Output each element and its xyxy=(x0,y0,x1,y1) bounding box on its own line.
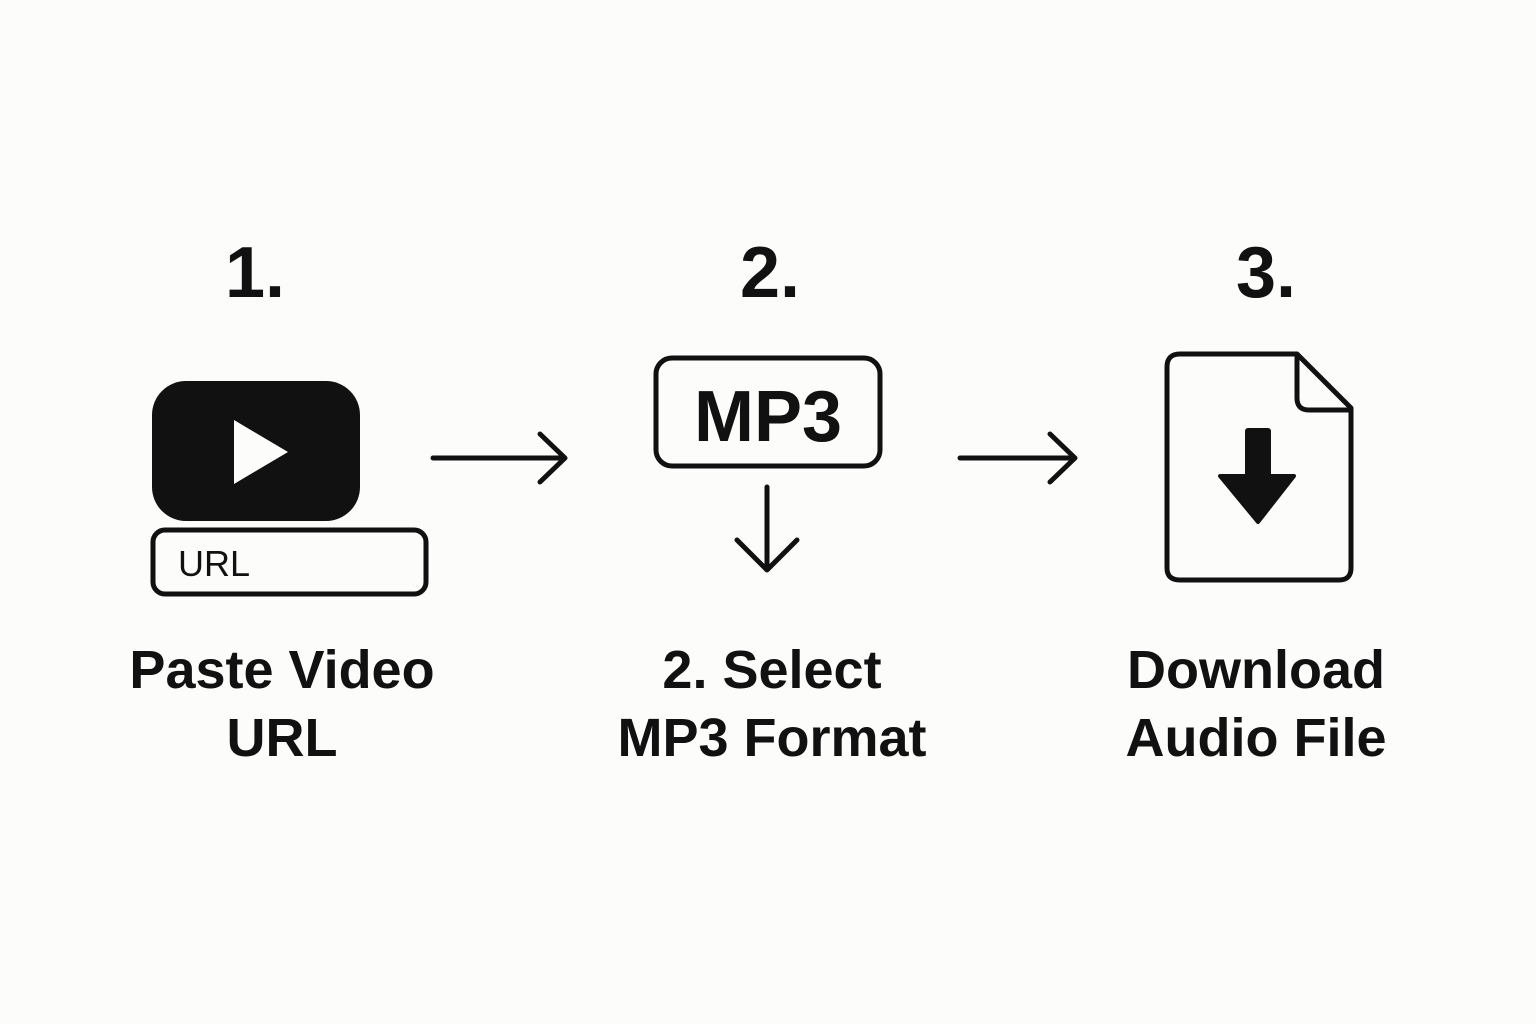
step-1-number: 1. xyxy=(224,233,286,313)
video-play-icon xyxy=(152,381,360,521)
mp3-format-box xyxy=(653,355,883,469)
step-1-caption: Paste Video URL xyxy=(129,640,435,768)
arrow-right-icon xyxy=(957,431,1078,485)
step-2-caption: 2. Select MP3 Format xyxy=(617,640,927,768)
url-field-label: URL xyxy=(178,543,251,584)
step-3-number: 3. xyxy=(1235,233,1297,313)
file-download-icon xyxy=(1164,351,1354,583)
arrow-right-icon xyxy=(430,431,568,485)
step-3-caption: Download Audio File xyxy=(1125,640,1387,768)
url-field-box xyxy=(150,527,429,597)
step-2-number: 2. xyxy=(739,233,801,313)
mp3-format-label: MP3 xyxy=(693,377,843,457)
arrow-down-icon xyxy=(734,484,800,573)
